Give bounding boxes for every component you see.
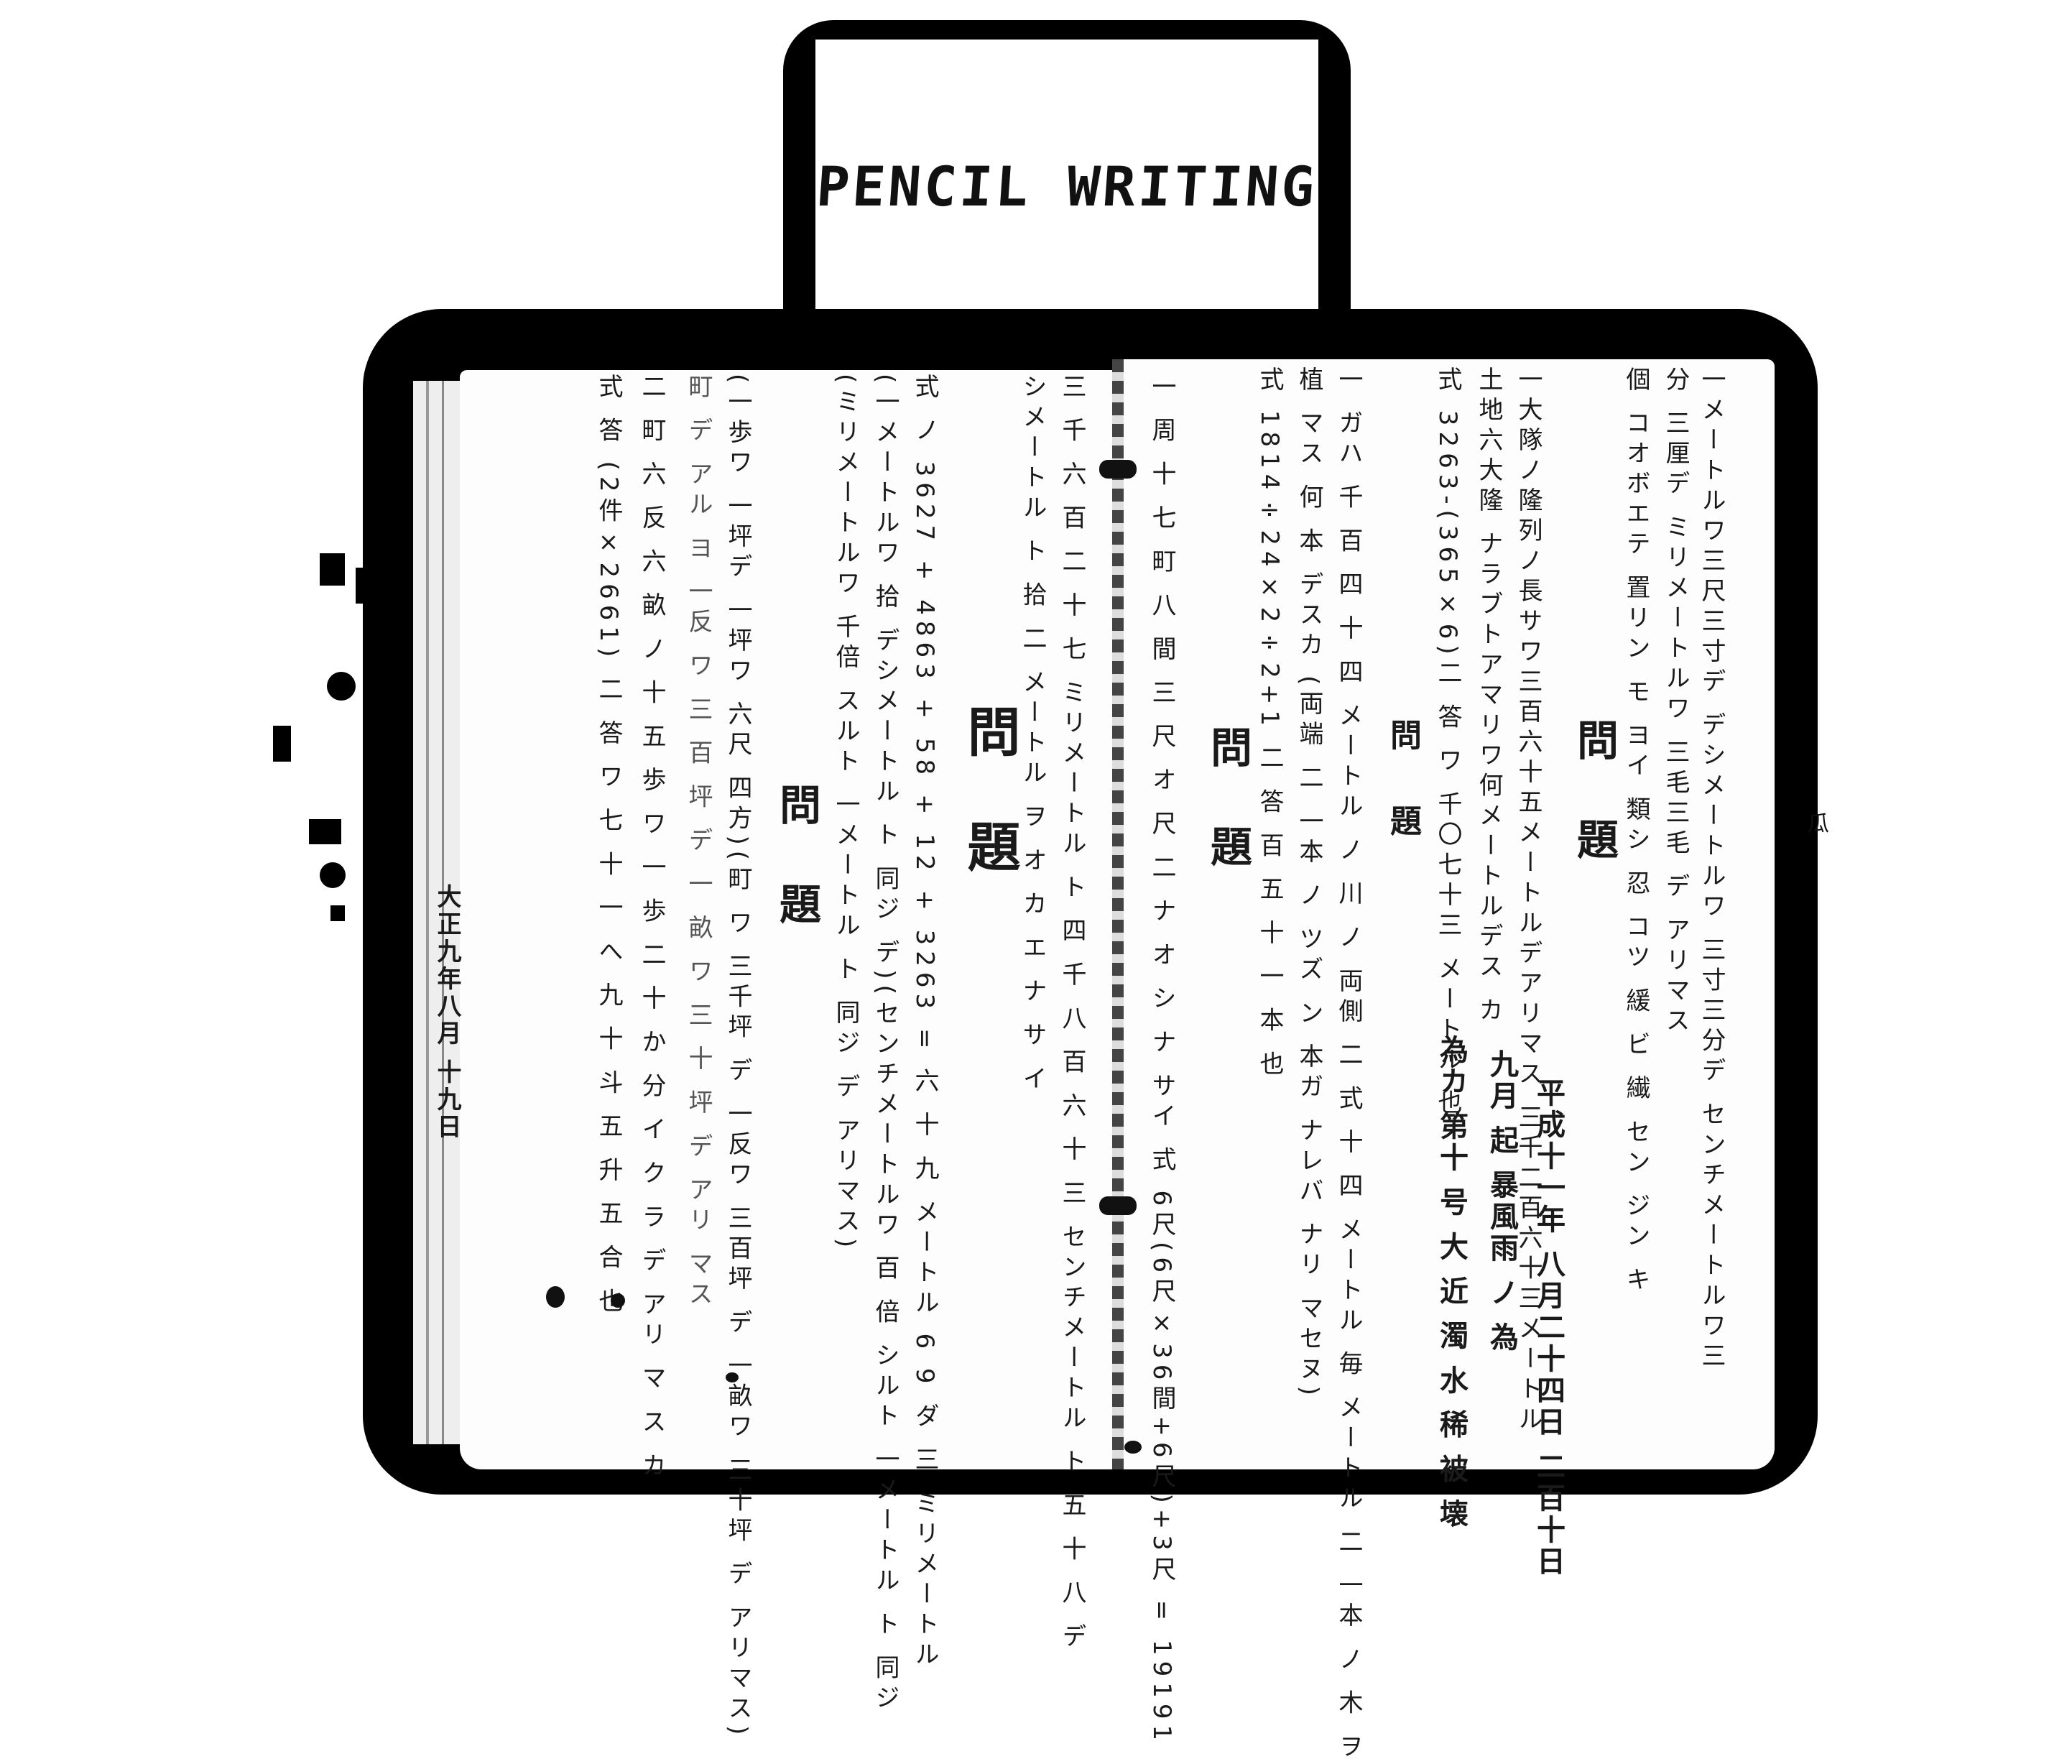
text-column: (一メートルワ 拾 デシメートル ト 同ジ デ)(センチメートルワ 百 倍 シル… xyxy=(871,374,899,1715)
text-column: 式 ノ 3627 + 4863 + 58 + 12 + 3263 = 六 十 九… xyxy=(910,374,939,1671)
text-column: 二 町 六 反 六 畝 ノ 十 五 歩 ワ 一 歩 二 十 か 分 イ ク ラ … xyxy=(637,374,666,1483)
ink-spot xyxy=(611,1293,625,1308)
edge-fragment xyxy=(273,726,291,762)
label-text: PENCIL WRITING xyxy=(814,154,1320,218)
edge-fragment xyxy=(330,905,345,921)
section-heading: 問 題 xyxy=(772,783,821,946)
text-column: 土地六大隆 ナラブトアマリワ何メートルデス カ xyxy=(1474,366,1503,1028)
text-column: 個 コオボエテ 置リン モ ヨイ 類シ 忍 コツ 緩 ビ 繊 セン ジン キ xyxy=(1622,366,1650,1297)
edge-fragment xyxy=(381,776,402,841)
edge-fragment xyxy=(320,553,345,586)
text-column: 植 マス 何 本 デスカ (両端 二 一本 ノ ツズ ン 本ガ ナレバ ナリ マ… xyxy=(1295,366,1323,1401)
ink-spot xyxy=(546,1286,565,1308)
edge-fragment xyxy=(356,568,384,604)
section-heading: 問 題 xyxy=(1203,726,1252,889)
handwritten-note: 為カ 第十 号 大 近 濁 水 稀 被 壊 xyxy=(1435,1035,1469,1530)
text-column: 式 1814÷24×2÷2+1 二 答 百 五 十 一 本 也 xyxy=(1255,366,1284,1081)
scanned-notebook-scene: PENCIL WRITING 一メートルワ三尺三寸デ デシメートルワ 三寸三分デ… xyxy=(273,20,1828,1764)
text-column: (ミリメートルワ 千倍 スルト 一メートル ト 同ジ デ アリマス) xyxy=(831,374,860,1254)
text-column: 一メートルワ三尺三寸デ デシメートルワ 三寸三分デ センチメートルワ三 xyxy=(1697,366,1726,1373)
text-column: 式 答 (2件×2661) 二 答 ワ 七 十 一 へ 九 十 斗 五 升 五 … xyxy=(594,374,623,1319)
ink-spot xyxy=(1124,1441,1142,1454)
edge-fragment xyxy=(309,819,341,844)
edge-fragment xyxy=(327,672,356,701)
ink-spot xyxy=(726,1372,739,1382)
text-column: 一大隊ノ隆列ノ長サワ三百六十五メートルデアリマス 三千二百六十三メートル xyxy=(1514,366,1543,1436)
stitch-knot xyxy=(1099,1196,1137,1215)
right-page xyxy=(1121,359,1775,1469)
text-column: (一歩ワ 一坪デ 一坪ワ 六尺 四方)(町 ワ 三千坪 デ 一反ワ 三百坪 デ … xyxy=(723,374,752,1741)
text-column: 式 3263-(365×6)二 答 ワ 千〇七十三 メートル 也 xyxy=(1433,366,1462,1120)
section-heading: 問 題 xyxy=(1570,719,1619,882)
margin-note: 大正九年八月 十九日 xyxy=(433,884,461,1141)
edge-fragment xyxy=(320,862,346,888)
handwritten-note: 平成十一年 八月二十四日 二百十日 xyxy=(1532,1078,1565,1578)
handwritten-note: 九月 起 暴風雨 ノ 為 xyxy=(1485,1049,1519,1354)
text-column: 町 デ アル ヨ 一反 ワ 三 百 坪 デ 一 畝 ワ 三 十 坪 デ アリ マ… xyxy=(684,374,713,1311)
edge-fragment-text: 瓜 xyxy=(1803,812,1828,833)
text-column: 三 千 六 百 二 十 七 ミリメートル ト 四 千 八 百 六 十 三 センチ… xyxy=(1058,374,1086,1653)
binding-spine xyxy=(1112,359,1124,1469)
edge-fragment xyxy=(366,647,388,690)
text-column: 分 三厘デ ミリメートルワ 三毛三毛 デ アリマス xyxy=(1661,366,1690,1038)
section-heading: 問 題 xyxy=(958,704,1020,894)
text-column: 一 ガハ 千 百 四 十 四 メートル ノ 川 ノ 両側 二 式 十 四 メート… xyxy=(1334,366,1363,1764)
stitch-knot xyxy=(1099,460,1137,479)
text-column: 一 周 十 七 町 八 間 三 尺 オ 尺 二 ナ オ シ ナ サイ 式 6尺(… xyxy=(1147,374,1176,1747)
section-heading: 問 題 xyxy=(1384,719,1421,858)
left-page xyxy=(460,370,1117,1469)
text-column: シメートル ト 拾 二 メートル ヲ オ カ エ ナ サ イ xyxy=(1018,374,1047,1096)
